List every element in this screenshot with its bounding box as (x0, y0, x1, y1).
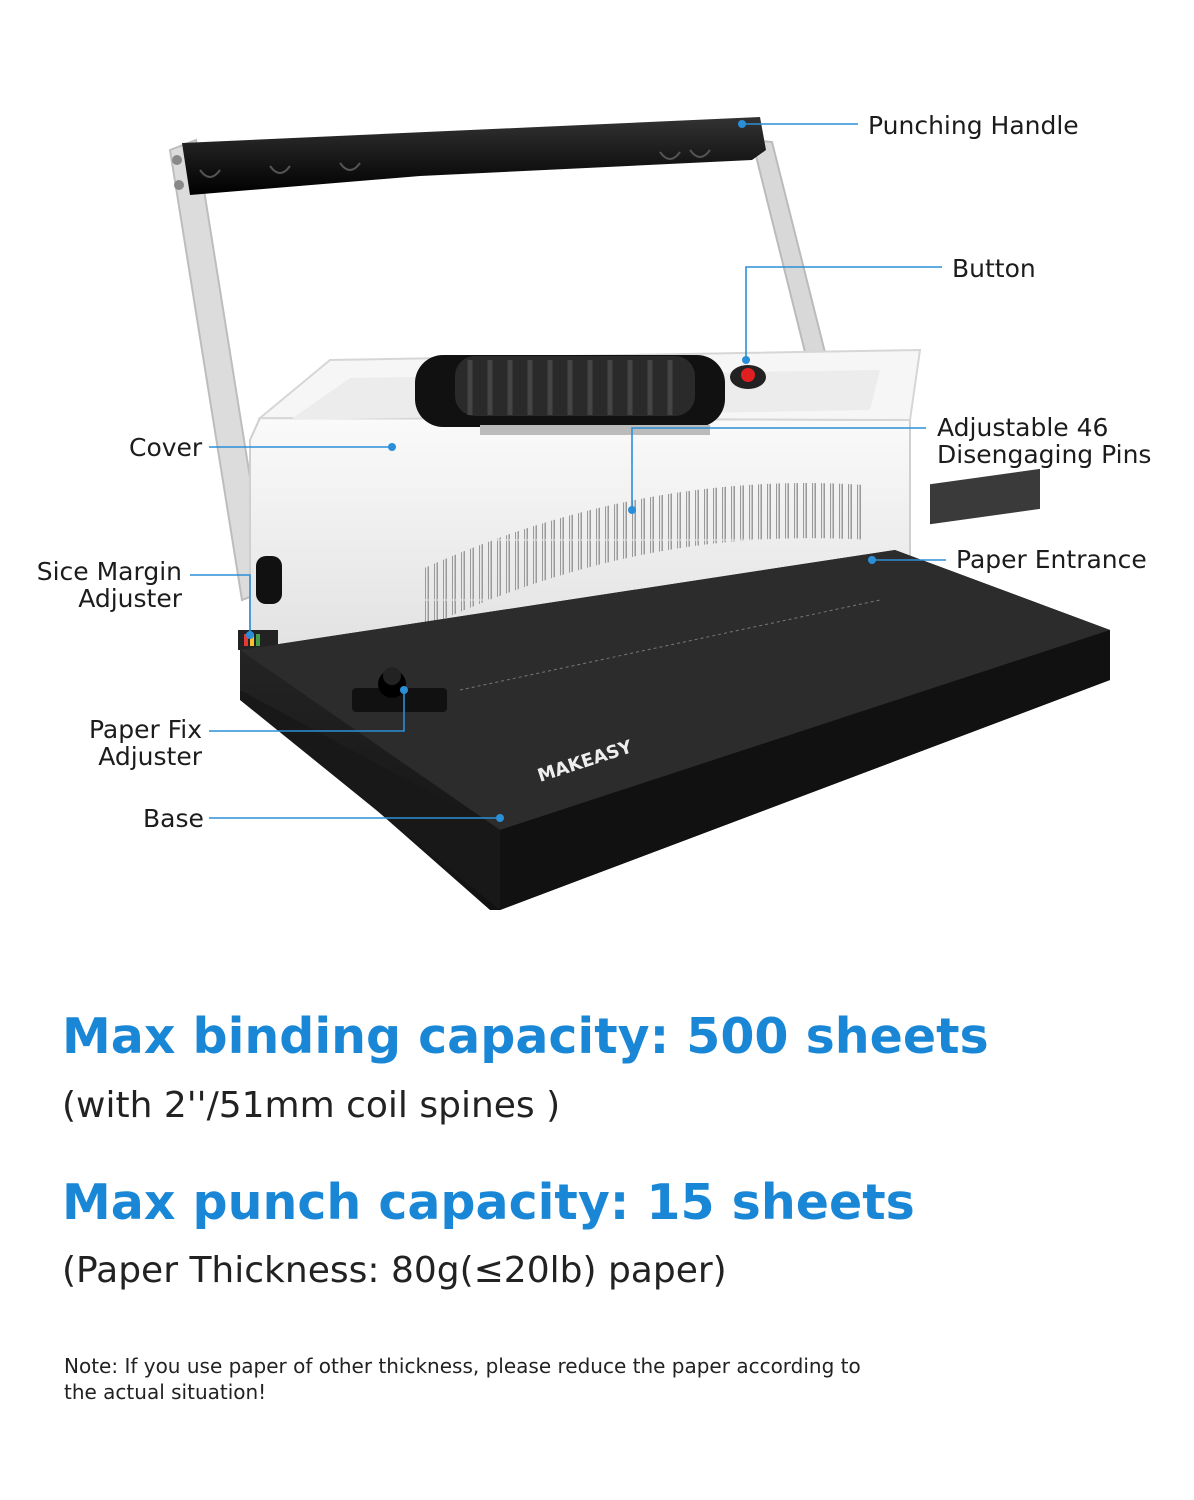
paper-fix-knob (352, 667, 447, 712)
label-base: Base (143, 804, 204, 833)
punching-handle-bar (182, 117, 766, 195)
cover-grip (415, 355, 725, 435)
label-paper-fix-adjuster: Paper Fix Adjuster (40, 716, 202, 770)
label-margin-line2: Adjuster (78, 584, 182, 613)
label-adjustable-pins: Adjustable 46 Disengaging Pins (937, 414, 1151, 468)
binding-capacity-headline: Max binding capacity: 500 sheets (62, 1008, 989, 1065)
label-paper-entrance: Paper Entrance (956, 545, 1147, 574)
callout-dots (246, 120, 876, 822)
label-paperfix-line1: Paper Fix (88, 715, 202, 744)
callout-lines (190, 123, 946, 819)
label-punching-handle: Punching Handle (868, 111, 1079, 140)
label-pins-line2: Disengaging Pins (937, 440, 1152, 469)
label-paperfix-line2: Adjuster (98, 742, 202, 771)
label-button: Button (952, 254, 1036, 283)
label-cover: Cover (129, 433, 203, 462)
punch-capacity-headline: Max punch capacity: 15 sheets (62, 1174, 915, 1231)
punch-capacity-subline: (Paper Thickness: 80g(≤20lb) paper) (62, 1250, 727, 1291)
label-pins-line1: Adjustable 46 (937, 413, 1109, 442)
disengaging-pins (420, 483, 865, 630)
machine-base (240, 468, 1110, 910)
binding-capacity-subline: (with 2''/51mm coil spines ) (62, 1085, 561, 1126)
usage-note: Note: If you use paper of other thicknes… (64, 1354, 861, 1404)
label-side-margin-adjuster: Sice Margin Adjuster (20, 558, 182, 612)
label-margin-line1: Sice Margin (36, 557, 182, 586)
power-button-illustration (730, 365, 766, 389)
binding-machine-illustration: MAKEASY (168, 117, 1110, 910)
